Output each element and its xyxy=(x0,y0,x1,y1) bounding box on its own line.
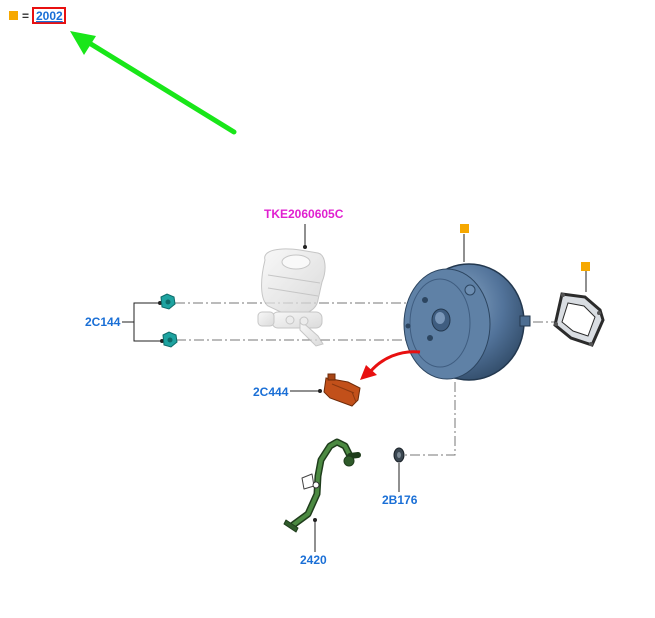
nut-2C144-bottom[interactable] xyxy=(162,331,178,348)
leader-dot xyxy=(303,245,307,249)
marker-icon xyxy=(581,262,590,271)
leader-dot xyxy=(318,389,322,393)
leader-dot xyxy=(313,518,317,522)
nut-2C144-top[interactable] xyxy=(160,293,176,310)
legend-equals: = xyxy=(22,9,29,23)
bracket-2C144 xyxy=(122,302,162,342)
gasket[interactable] xyxy=(553,292,605,347)
legend-code-highlight xyxy=(32,7,66,24)
part-label-2C444[interactable]: 2C444 xyxy=(253,385,289,399)
reservoir-ghost[interactable] xyxy=(257,248,326,347)
sensor-2C444[interactable] xyxy=(323,373,361,407)
part-label-2C144[interactable]: 2C144 xyxy=(85,315,121,329)
brake-booster[interactable] xyxy=(403,263,531,381)
part-label-2B176[interactable]: 2B176 xyxy=(382,493,418,507)
marker-icon xyxy=(460,224,469,233)
red-pointer-arrow-icon xyxy=(360,350,421,380)
legend-marker-icon xyxy=(9,11,18,20)
grommet-2B176[interactable] xyxy=(393,447,405,463)
legend-code-link[interactable]: 2002 xyxy=(36,9,63,23)
vacuum-hose-2420[interactable] xyxy=(283,438,361,533)
part-label-2420[interactable]: 2420 xyxy=(300,553,327,567)
green-pointer-arrow-icon xyxy=(70,31,237,135)
part-label-reservoir[interactable]: TKE2060605C xyxy=(264,207,344,221)
